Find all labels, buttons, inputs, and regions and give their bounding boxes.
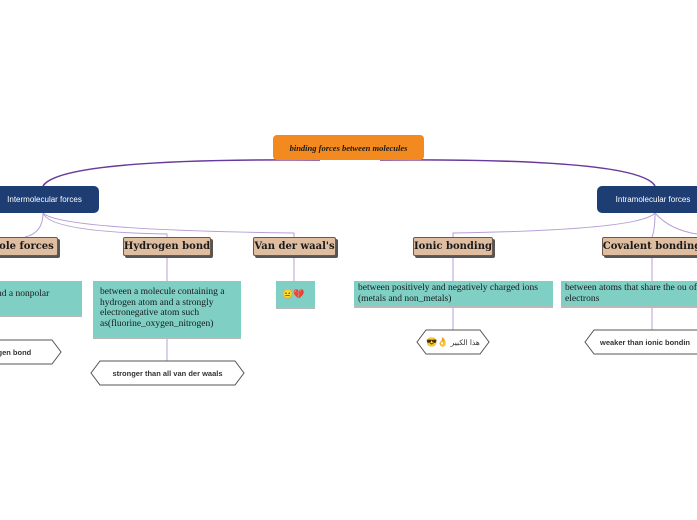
link-root-intra bbox=[379, 159, 656, 187]
root-topic[interactable]: binding forces between molecules bbox=[273, 135, 424, 160]
note-ionic-label: هذا الكبير bbox=[450, 337, 480, 347]
description-covalent[interactable]: between atoms that share the ou of elect… bbox=[561, 281, 697, 306]
note-dipole-shape bbox=[0, 339, 62, 365]
link-intra-offscreen bbox=[654, 212, 697, 235]
branch-intramolecular[interactable]: Intramolecular forces bbox=[597, 186, 697, 213]
branch-intermolecular[interactable]: Intermolecular forces bbox=[0, 186, 99, 213]
note-hydrogen[interactable]: stronger than all van der waals bbox=[112, 368, 223, 378]
note-dipole[interactable]: rogen bond bbox=[0, 347, 32, 357]
category-hydrogen-bond[interactable]: Hydrogen bond bbox=[123, 237, 211, 256]
description-vdw-emoji[interactable]: 😐💔 bbox=[276, 281, 315, 307]
link-inter-dipole bbox=[24, 212, 44, 238]
link-inter-hydrogen bbox=[42, 212, 168, 237]
category-ionic-bonding[interactable]: Ionic bonding bbox=[413, 237, 493, 256]
emoji-icon: 😎👌 bbox=[426, 336, 449, 347]
link-root-inter bbox=[42, 159, 321, 187]
description-ionic[interactable]: between positively and negatively charge… bbox=[354, 281, 553, 306]
link-inter-vdw bbox=[42, 212, 295, 237]
note-ionic-shape bbox=[416, 329, 490, 355]
description-hydrogen[interactable]: between a molecule containing a hydrogen… bbox=[93, 281, 241, 337]
link-intra-ionic bbox=[452, 212, 656, 237]
note-ionic[interactable]: 😎👌 هذا الكبير bbox=[417, 330, 489, 354]
note-covalent-shape bbox=[584, 329, 697, 355]
category-van-der-waals[interactable]: Van der waal's bbox=[253, 237, 336, 256]
category-covalent-bonding[interactable]: Covalent bonding bbox=[602, 237, 697, 256]
link-intra-covalent bbox=[651, 212, 656, 238]
category-dipole-forces[interactable]: pole forces bbox=[0, 237, 58, 256]
note-hydrogen-shape bbox=[90, 360, 245, 386]
description-dipole[interactable]: nd a nonpolar bbox=[0, 281, 82, 315]
note-covalent[interactable]: weaker than ionic bondin bbox=[600, 337, 691, 347]
